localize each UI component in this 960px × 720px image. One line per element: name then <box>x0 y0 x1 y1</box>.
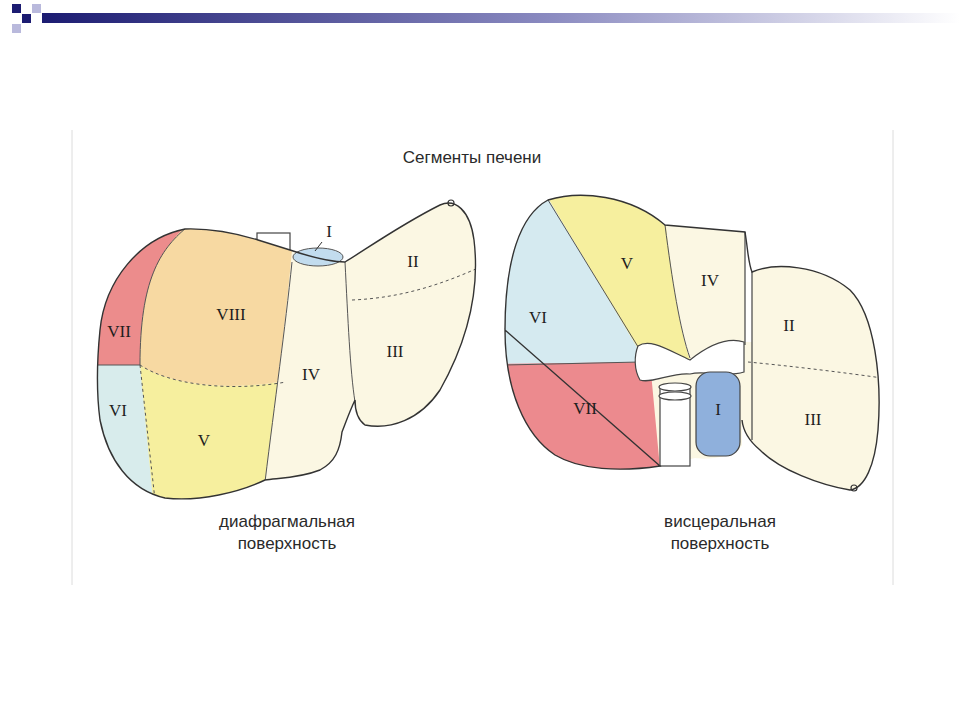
slide-square <box>12 24 21 33</box>
segment-number: I <box>715 400 721 420</box>
figure-title: Сегменты печени <box>403 148 541 168</box>
segment-number: IV <box>302 365 320 385</box>
segment-number: VII <box>107 322 131 342</box>
segment-fill <box>265 250 360 482</box>
segment-border <box>548 200 640 350</box>
vena-cava <box>660 386 690 466</box>
segment-border <box>505 362 640 365</box>
fissure <box>745 232 752 342</box>
slide-square <box>12 4 21 13</box>
frame-line <box>893 130 894 585</box>
segment-fill <box>548 185 690 360</box>
segment-number: II <box>783 316 794 336</box>
segment-fill <box>90 210 190 365</box>
segment-number: III <box>387 342 404 362</box>
vena-cava-ring <box>659 383 691 391</box>
segment-border <box>748 362 882 378</box>
slide-bar <box>42 13 960 23</box>
segment-number: VIII <box>216 305 245 325</box>
segment-number: V <box>198 431 210 451</box>
segment-fill <box>495 362 662 490</box>
leader-line <box>315 242 322 251</box>
view-caption: диафрагмальная поверхность <box>197 511 377 555</box>
segment-number: II <box>407 252 418 272</box>
slide-square <box>22 14 31 23</box>
segment-fill <box>90 365 155 520</box>
segment-fill <box>90 190 490 520</box>
segment-number: VI <box>529 308 547 328</box>
segment-number: V <box>621 254 633 274</box>
segment-border <box>345 262 355 402</box>
vena-cava-ring <box>659 392 691 400</box>
fissure-line <box>744 232 745 345</box>
segment-border <box>140 365 155 500</box>
segment-number: IV <box>701 271 719 291</box>
ligament-stub <box>851 485 857 491</box>
segment-border <box>265 262 292 482</box>
segment-border <box>140 228 186 365</box>
frame-line <box>72 130 73 585</box>
segment-number: VI <box>109 401 127 421</box>
segment-border <box>665 225 690 358</box>
segment-border <box>98 365 140 366</box>
fissure-line <box>751 272 752 440</box>
ligament-stub <box>448 200 454 206</box>
liver-outline <box>505 195 879 490</box>
segment-fill <box>293 248 343 266</box>
segment-border <box>140 365 286 387</box>
liver-outline <box>97 203 475 499</box>
segment-fill <box>696 372 740 456</box>
segment-border <box>352 268 478 300</box>
segment-number: I <box>326 222 332 242</box>
segment-number: VII <box>573 399 597 419</box>
segment-fill <box>495 180 895 500</box>
segment-number: III <box>805 410 822 430</box>
slide-square <box>32 4 41 13</box>
view-caption: висцеральная поверхность <box>630 511 810 555</box>
